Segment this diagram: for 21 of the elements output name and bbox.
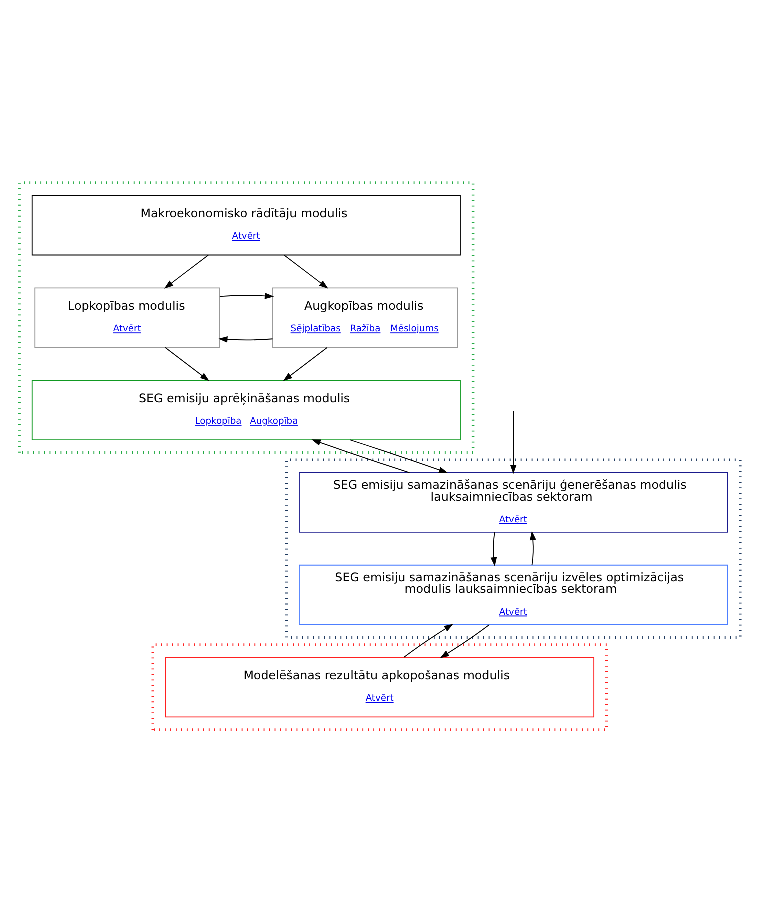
cluster [285,458,742,639]
arrow [510,410,517,474]
cluster [18,182,475,454]
arrow [312,440,410,474]
arrow [530,531,536,566]
arrow [283,347,328,382]
arrow [218,336,274,343]
arrow [220,292,274,300]
arrow [164,254,209,289]
node-box: Makroekonomisko rādītāju modulis Atvērt [32,195,461,256]
node-box: Modelēšanas rezultātu apkopošanas modulis Atvērt [165,657,595,718]
arrow [490,532,498,567]
node-box: SEG emisiju samazināšanas scenāriju ģenerēšanas modulis lauksaimniecības sektoram Atvērt [299,472,728,533]
node-box: Augkopības modulis Sējplatības Ražība Mēslojums [272,288,458,348]
arrow [284,254,328,289]
node-box: SEG emisiju aprēķināšanas modulis Lopkopība Augkopība [32,380,461,440]
arrow [350,440,448,474]
arrow [165,347,210,382]
node-box: SEG emisiju samazināšanas scenāriju izvēles optimizācijas modulis lauksaimniecības sektoram Atvērt [299,564,728,626]
node-box: Lopkopības modulis Atvērt [34,288,220,348]
cluster [152,644,608,732]
